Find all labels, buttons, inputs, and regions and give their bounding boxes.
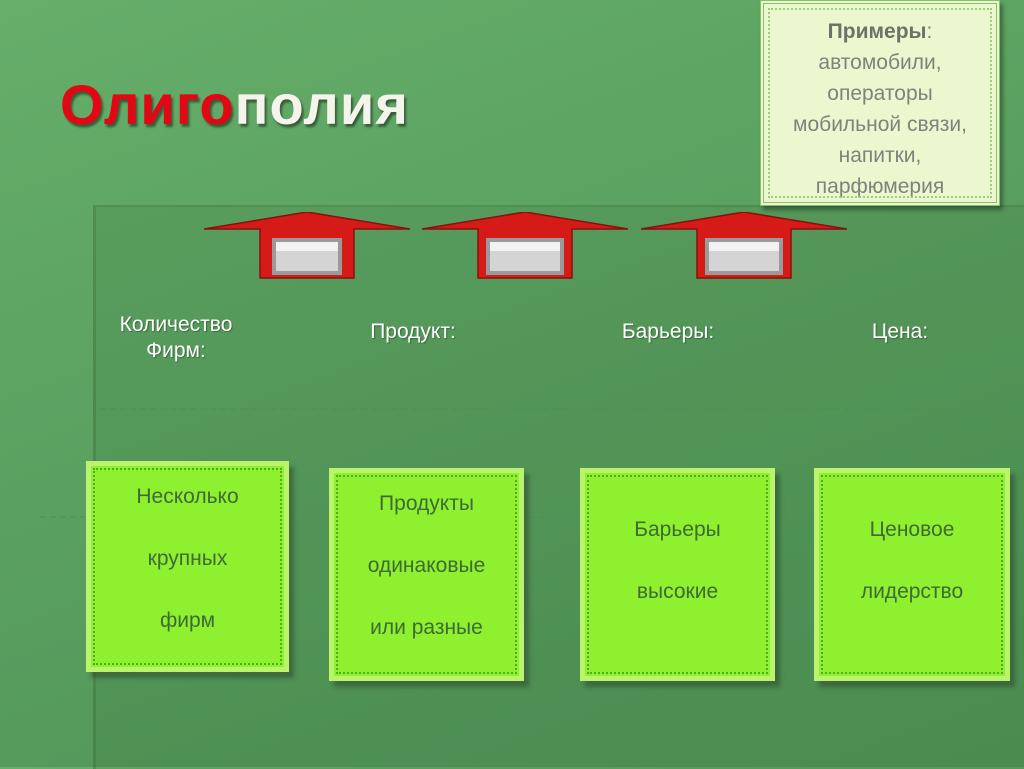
up-arrow-icon [422, 212, 628, 279]
faint-divider-line [40, 516, 545, 518]
card-line: Несколько [136, 485, 239, 508]
card-product: Продукты одинаковые или разные [329, 468, 524, 681]
up-arrow-icon [641, 212, 847, 279]
examples-item: мобильной связи, [793, 113, 967, 136]
examples-heading-colon: : [926, 20, 933, 43]
card-line: Ценовое [869, 518, 955, 541]
card-line: одинаковые [367, 554, 486, 577]
card-line: высокие [636, 580, 719, 603]
category-product-label: Продукт: [343, 319, 483, 345]
title-part-red: Олиго [60, 73, 235, 136]
category-line: Барьеры: [621, 320, 715, 343]
card-barriers: Барьеры высокие [580, 468, 775, 681]
examples-item: парфюмерия [815, 175, 945, 198]
card-line: или разные [370, 616, 483, 639]
page-title: Олигополия [60, 72, 409, 137]
card-line: лидерство [860, 580, 964, 603]
faint-divider-line [100, 408, 1000, 410]
category-firms-label: Количество Фирм: [96, 312, 256, 364]
card-firms: Несколько крупных фирм [86, 461, 289, 672]
card-line: Барьеры [634, 518, 721, 541]
examples-heading-line: Примеры: [764, 16, 996, 47]
examples-heading: Примеры [827, 20, 927, 43]
examples-item: напитки, [838, 144, 922, 167]
card-line: фирм [159, 609, 216, 632]
category-line: Количество [119, 313, 233, 336]
card-line: крупных [147, 547, 228, 570]
examples-box: Примеры: автомобили, операторы мобильной… [760, 0, 1000, 206]
category-line: Фирм: [146, 339, 206, 362]
examples-item: операторы [827, 82, 933, 105]
category-line: Продукт: [370, 320, 456, 343]
card-line: Продукты [379, 492, 474, 515]
title-part-white: полия [234, 73, 409, 136]
up-arrow-icon [204, 212, 410, 279]
card-price: Ценовое лидерство [814, 468, 1010, 681]
category-price-label: Цена: [840, 319, 960, 345]
category-line: Цена: [871, 320, 929, 343]
examples-item: автомобили, [818, 51, 942, 74]
category-barriers-label: Барьеры: [598, 319, 738, 345]
